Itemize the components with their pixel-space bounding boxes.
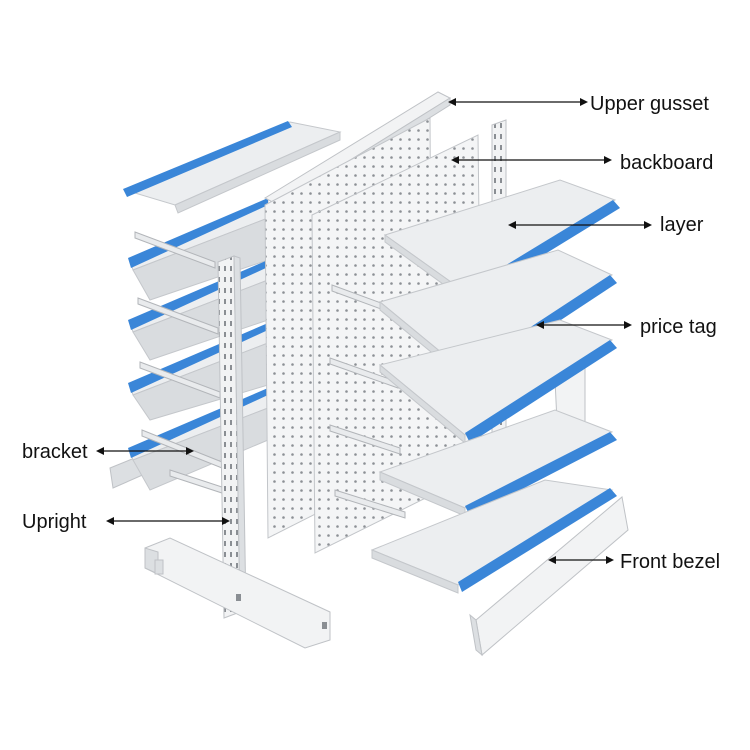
label-upright: Upright [22,511,87,533]
label-layer: layer [660,214,704,236]
label-upper-gusset: Upper gusset [590,93,709,115]
label-backboard: backboard [620,152,713,174]
annotation-backboard: backboard [451,152,713,174]
leg-slot [236,594,241,601]
annotation-upper-gusset: Upper gusset [448,93,709,115]
label-front-bezel: Front bezel [620,551,720,573]
annotation-upright: Upright [22,511,230,533]
leg-slot [322,622,327,629]
label-price-tag: price tag [640,316,717,338]
label-bracket: bracket [22,441,88,463]
leg-foot-left [155,560,163,574]
